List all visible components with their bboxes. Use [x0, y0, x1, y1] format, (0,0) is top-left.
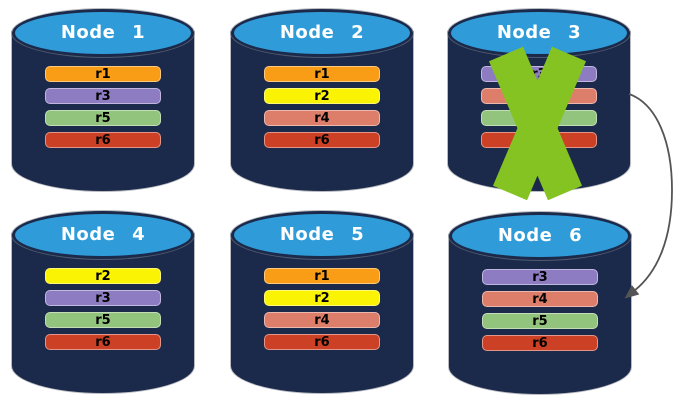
replica-bar: r5	[481, 110, 597, 126]
replica-label: r2	[314, 290, 330, 306]
node-title: Node 2	[279, 21, 365, 43]
replica-bar: r5	[45, 312, 161, 328]
replica-bar: r1	[264, 268, 380, 284]
replica-list: r1 r2 r4 r6	[264, 66, 380, 148]
node-header: Node 2	[231, 9, 413, 57]
replica-list: r1 r3 r5 r6	[45, 66, 161, 148]
replica-bar: r6	[264, 132, 380, 148]
replica-bar: r3	[45, 290, 161, 306]
node-1: Node 1 r1 r3 r5 r6	[12, 7, 194, 191]
replica-label: r1	[314, 268, 330, 284]
node-header: Node 5	[231, 211, 413, 259]
replica-label: r5	[95, 312, 111, 328]
node-5: Node 5 r1 r2 r4 r6	[231, 209, 413, 393]
node-title: Node 3	[496, 21, 582, 43]
replica-label: r6	[95, 132, 111, 148]
replica-bar: r4	[264, 312, 380, 328]
replica-bar: r6	[264, 334, 380, 350]
replica-bar: r4	[264, 110, 380, 126]
node-6: Node 6 r3 r4 r5 r6	[449, 210, 631, 394]
replica-list: r3 r4 r5 r6	[481, 66, 597, 148]
replica-label: r4	[314, 312, 330, 328]
replica-label: r5	[532, 313, 548, 329]
replica-label: r6	[314, 132, 330, 148]
replica-label: r4	[531, 88, 547, 104]
replica-bar: r2	[264, 290, 380, 306]
replica-label: r4	[314, 110, 330, 126]
node-title: Node 5	[279, 223, 365, 245]
node-title: Node 4	[60, 223, 146, 245]
replica-bar: r4	[481, 88, 597, 104]
node-header: Node 1	[12, 9, 194, 57]
replica-bar: r6	[45, 132, 161, 148]
replica-label: r6	[95, 334, 111, 350]
replica-bar: r6	[45, 334, 161, 350]
replica-bar: r3	[481, 66, 597, 82]
replica-bar: r5	[482, 313, 598, 329]
replica-list: r3 r4 r5 r6	[482, 269, 598, 351]
replica-bar: r6	[481, 132, 597, 148]
node-title: Node 6	[497, 224, 583, 246]
replica-bar: r3	[482, 269, 598, 285]
replica-label: r6	[531, 132, 547, 148]
replica-bar: r5	[45, 110, 161, 126]
replica-bar: r3	[45, 88, 161, 104]
replica-label: r2	[314, 88, 330, 104]
node-header: Node 4	[12, 211, 194, 259]
replica-label: r4	[532, 291, 548, 307]
node-3: Node 3 r3 r4 r5 r6	[448, 7, 630, 201]
replica-label: r5	[531, 110, 547, 126]
replica-label: r2	[95, 268, 111, 284]
replica-bar: r4	[482, 291, 598, 307]
replica-label: r6	[314, 334, 330, 350]
replica-label: r1	[314, 66, 330, 82]
node-2: Node 2 r1 r2 r4 r6	[231, 7, 413, 191]
node-header: Node 6	[449, 212, 631, 260]
replica-bar: r2	[264, 88, 380, 104]
replica-bar: r1	[264, 66, 380, 82]
replica-label: r1	[95, 66, 111, 82]
node-header: Node 3	[448, 9, 630, 57]
replica-bar: r6	[482, 335, 598, 351]
replica-label: r3	[531, 66, 547, 82]
replica-label: r3	[532, 269, 548, 285]
replica-label: r5	[95, 110, 111, 126]
replica-bar: r2	[45, 268, 161, 284]
node-title: Node 1	[60, 21, 146, 43]
replica-list: r1 r2 r4 r6	[264, 268, 380, 350]
replica-bar: r1	[45, 66, 161, 82]
node-4: Node 4 r2 r3 r5 r6	[12, 209, 194, 393]
replica-list: r2 r3 r5 r6	[45, 268, 161, 350]
replica-label: r3	[95, 290, 111, 306]
replica-label: r6	[532, 335, 548, 351]
replica-label: r3	[95, 88, 111, 104]
